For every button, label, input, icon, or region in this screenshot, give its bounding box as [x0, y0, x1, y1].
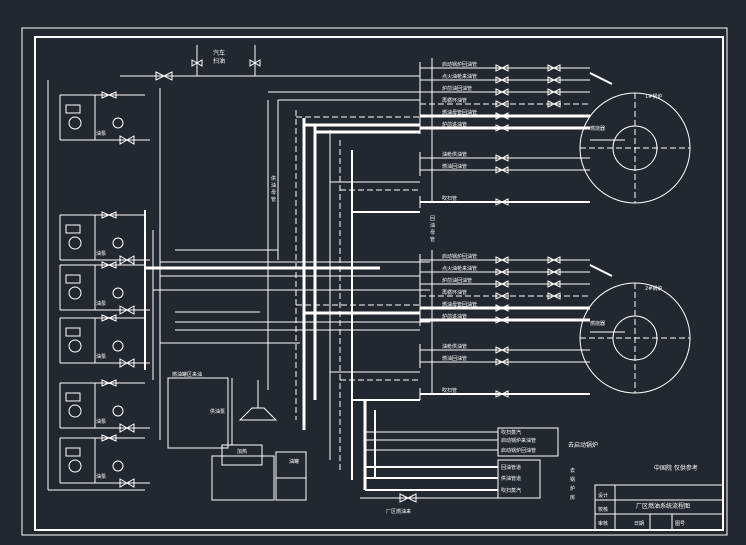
pipe-row: 点火油枪来油管 [419, 265, 590, 278]
pipe-label: 炉前进油管 [442, 121, 467, 128]
tank-note: 燃油罐区来油 [172, 371, 202, 378]
pipe-row: 炉前进油管 [419, 313, 590, 326]
title-block-name: 厂区燃油系统流程图 [636, 502, 690, 510]
pump-note: 供油泵 [210, 408, 225, 415]
pipe-label: 再循环油管 [442, 289, 467, 296]
pipe-row: 再循环油管 [419, 289, 590, 302]
tb-design: 设计 [598, 492, 608, 499]
pipe-label: 燃油母管回油管 [442, 301, 477, 308]
steam-purge-inlet: 汽车扫油 [120, 45, 420, 81]
to-boiler-label: 去启动锅炉 [568, 441, 598, 449]
trunk-lines [145, 91, 430, 401]
pipe-label: 点火油枪来油管 [442, 73, 477, 80]
pump-station: 油泵 [59, 261, 150, 315]
pipe-row: 燃油母管回油管 [419, 301, 590, 314]
pipe-label: 吹扫管 [442, 195, 457, 202]
pipe-row: 炉前油回油管 [419, 277, 590, 290]
pump-label: 油泵 [96, 418, 106, 425]
pump-label: 油泵 [96, 300, 106, 307]
pipe-row: 吹扫管 [419, 387, 590, 400]
right-group-label: 供油管道 [501, 475, 521, 482]
pipe-label: 再循环油管 [442, 97, 467, 104]
pipe-label: 油枪供油管 [442, 343, 467, 350]
pump-station: 油泵 [59, 434, 150, 488]
burner-2-label: 燃烧器 [590, 320, 605, 327]
pipe-row: 燃油回油管 [419, 355, 590, 368]
pipe-label: 吹扫管 [442, 387, 457, 394]
pipe-label: 点火油枪来油管 [442, 265, 477, 272]
pipes-bottom-group: 启动锅炉回油管点火油枪来油管炉前油回油管再循环油管燃油母管回油管炉前进油管油枪供… [419, 250, 625, 400]
boiler-2-label: 2#锅炉 [645, 285, 662, 292]
boiler-1-label: 1#锅炉 [645, 93, 662, 100]
boiler-1: 1#锅炉 燃烧器 [579, 72, 691, 204]
tb-drawing-no: 图号 [675, 521, 685, 527]
right-group-label: 吹扫蒸汽 [501, 429, 521, 436]
pipe-row: 炉前进油管 [419, 121, 590, 134]
tb-check: 校核 [598, 506, 608, 513]
oil-tank-area: 油罐 燃油罐区来油 供油泵 加热 [167, 371, 307, 501]
note-right: 中国院 仅供参考 [654, 464, 698, 472]
pump-station: 油泵 [59, 379, 150, 433]
pipe-label: 燃油回油管 [442, 355, 467, 362]
pipe-row: 点火油枪来油管 [419, 73, 590, 86]
bottom-feed: 厂区燃油来 去启动锅炉 去锅炉房 [360, 441, 598, 515]
filter-note: 加热 [237, 448, 247, 455]
pipe-row: 燃油回油管 [419, 163, 590, 176]
burner-1-label: 燃烧器 [590, 125, 605, 132]
pump-station: 油泵 [59, 211, 150, 265]
pipe-row: 启动锅炉回油管 [419, 253, 590, 266]
right-group-label: 回油管道 [501, 464, 521, 471]
boiler-2: 2#锅炉 燃烧器 [579, 264, 691, 394]
inner-border [34, 36, 724, 531]
vertical-main-label: 供油母管 [271, 175, 276, 203]
pipe-row: 燃油母管回油管 [419, 109, 590, 122]
pipe-label: 启动锅炉回油管 [442, 253, 477, 260]
pipe-row: 油枪供油管 [419, 151, 590, 164]
pipe-label: 炉前油回油管 [442, 277, 472, 284]
pump-station: 油泵 [59, 91, 150, 145]
pump-label: 油泵 [96, 130, 106, 137]
pump-label: 油泵 [96, 473, 106, 480]
to-furnace-label: 去锅炉房 [570, 467, 575, 501]
pipe-row: 再循环油管 [419, 97, 590, 110]
pipe-label: 炉前进油管 [442, 313, 467, 320]
pipe-row: 启动锅炉回油管 [419, 61, 590, 74]
tb-review: 审核 [598, 520, 608, 527]
pump-label: 油泵 [96, 250, 106, 257]
pipe-row: 炉前油回油管 [419, 85, 590, 98]
pipe-label: 油枪供油管 [442, 151, 467, 158]
vertical-headers: 供油母管 回油母管 [144, 88, 435, 480]
pipes-top-group: 启动锅炉回油管点火油枪来油管炉前油回油管再循环油管燃油母管回油管炉前进油管油枪供… [419, 58, 625, 208]
oil-tank-label: 油罐 [289, 458, 299, 465]
tb-date: 日期 [634, 521, 644, 527]
steam-purge-label: 汽车扫油 [213, 49, 225, 65]
bottom-feed-label: 厂区燃油来 [386, 508, 411, 515]
outer-border [21, 27, 728, 536]
pump-station: 油泵 [59, 314, 150, 368]
pipe-label: 燃油回油管 [442, 163, 467, 170]
right-group-label: 启动锅炉来油管 [501, 437, 536, 444]
right-group-label: 吹扫蒸汽 [501, 487, 521, 494]
pipe-row: 吹扫管 [419, 195, 590, 208]
right-group-label: 启动锅炉回油管 [501, 447, 536, 454]
title-block: 厂区燃油系统流程图 设计 校核 审核 日期 图号 中国院 仅供参考 [594, 464, 724, 531]
pipe-label: 炉前油回油管 [442, 85, 472, 92]
vertical-return-label: 回油母管 [430, 216, 435, 243]
pipe-label: 燃油母管回油管 [442, 109, 477, 116]
pump-label: 油泵 [96, 353, 106, 360]
pipe-row: 油枪供油管 [419, 343, 590, 356]
pipe-label: 启动锅炉回油管 [442, 61, 477, 68]
